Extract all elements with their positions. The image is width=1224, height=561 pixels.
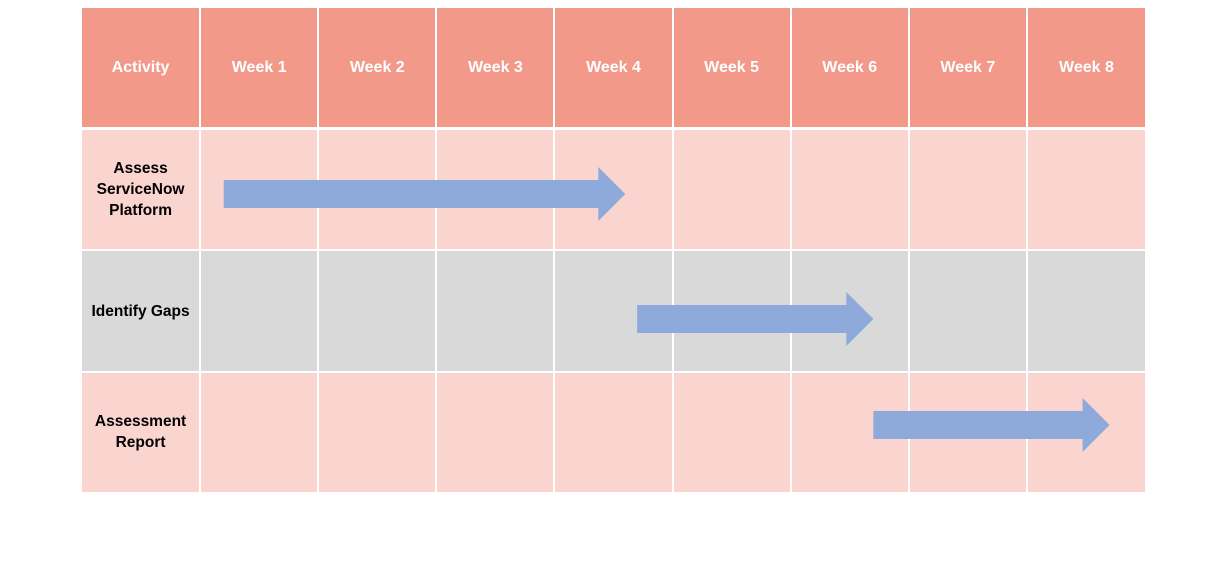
- gantt-table: Activity Week 1 Week 2 Week 3 Week 4 Wee…: [82, 8, 1145, 492]
- header-week-2: Week 2: [317, 8, 437, 131]
- header-week-6: Week 6: [789, 8, 909, 131]
- header-activity: Activity: [82, 8, 201, 131]
- week-cell: [1025, 127, 1145, 251]
- header-week-1: Week 1: [199, 8, 319, 131]
- header-week-8: Week 8: [1025, 8, 1145, 131]
- week-cell: [1025, 370, 1145, 492]
- week-cell: [435, 127, 555, 251]
- week-cell: [671, 370, 791, 492]
- week-cell: [199, 127, 319, 251]
- week-cell: [435, 249, 555, 372]
- week-cell: [789, 127, 909, 251]
- week-cell: [789, 370, 909, 492]
- week-cell: [553, 249, 673, 372]
- week-cell: [907, 127, 1027, 251]
- week-cell: [907, 249, 1027, 372]
- week-cell: [317, 370, 437, 492]
- header-week-3: Week 3: [435, 8, 555, 131]
- header-week-7: Week 7: [907, 8, 1027, 131]
- week-cell: [671, 249, 791, 372]
- header-week-5: Week 5: [671, 8, 791, 131]
- header-row: Activity Week 1 Week 2 Week 3 Week 4 Wee…: [82, 8, 1145, 131]
- week-cell: [199, 370, 319, 492]
- activity-label: Assessment Report: [82, 370, 201, 492]
- week-cell: [199, 249, 319, 372]
- week-cell: [553, 127, 673, 251]
- week-cell: [317, 127, 437, 251]
- week-cell: [435, 370, 555, 492]
- activity-label: Assess ServiceNow Platform: [82, 127, 201, 251]
- activity-label: Identify Gaps: [82, 249, 201, 372]
- activity-row-assess: Assess ServiceNow Platform: [82, 127, 1145, 251]
- week-cell: [671, 127, 791, 251]
- week-cell: [1025, 249, 1145, 372]
- week-cell: [907, 370, 1027, 492]
- week-cell: [789, 249, 909, 372]
- activity-row-report: Assessment Report: [82, 370, 1145, 492]
- header-week-4: Week 4: [553, 8, 673, 131]
- activity-row-gaps: Identify Gaps: [82, 249, 1145, 372]
- week-cell: [317, 249, 437, 372]
- gantt-chart: Activity Week 1 Week 2 Week 3 Week 4 Wee…: [82, 8, 1145, 492]
- week-cell: [553, 370, 673, 492]
